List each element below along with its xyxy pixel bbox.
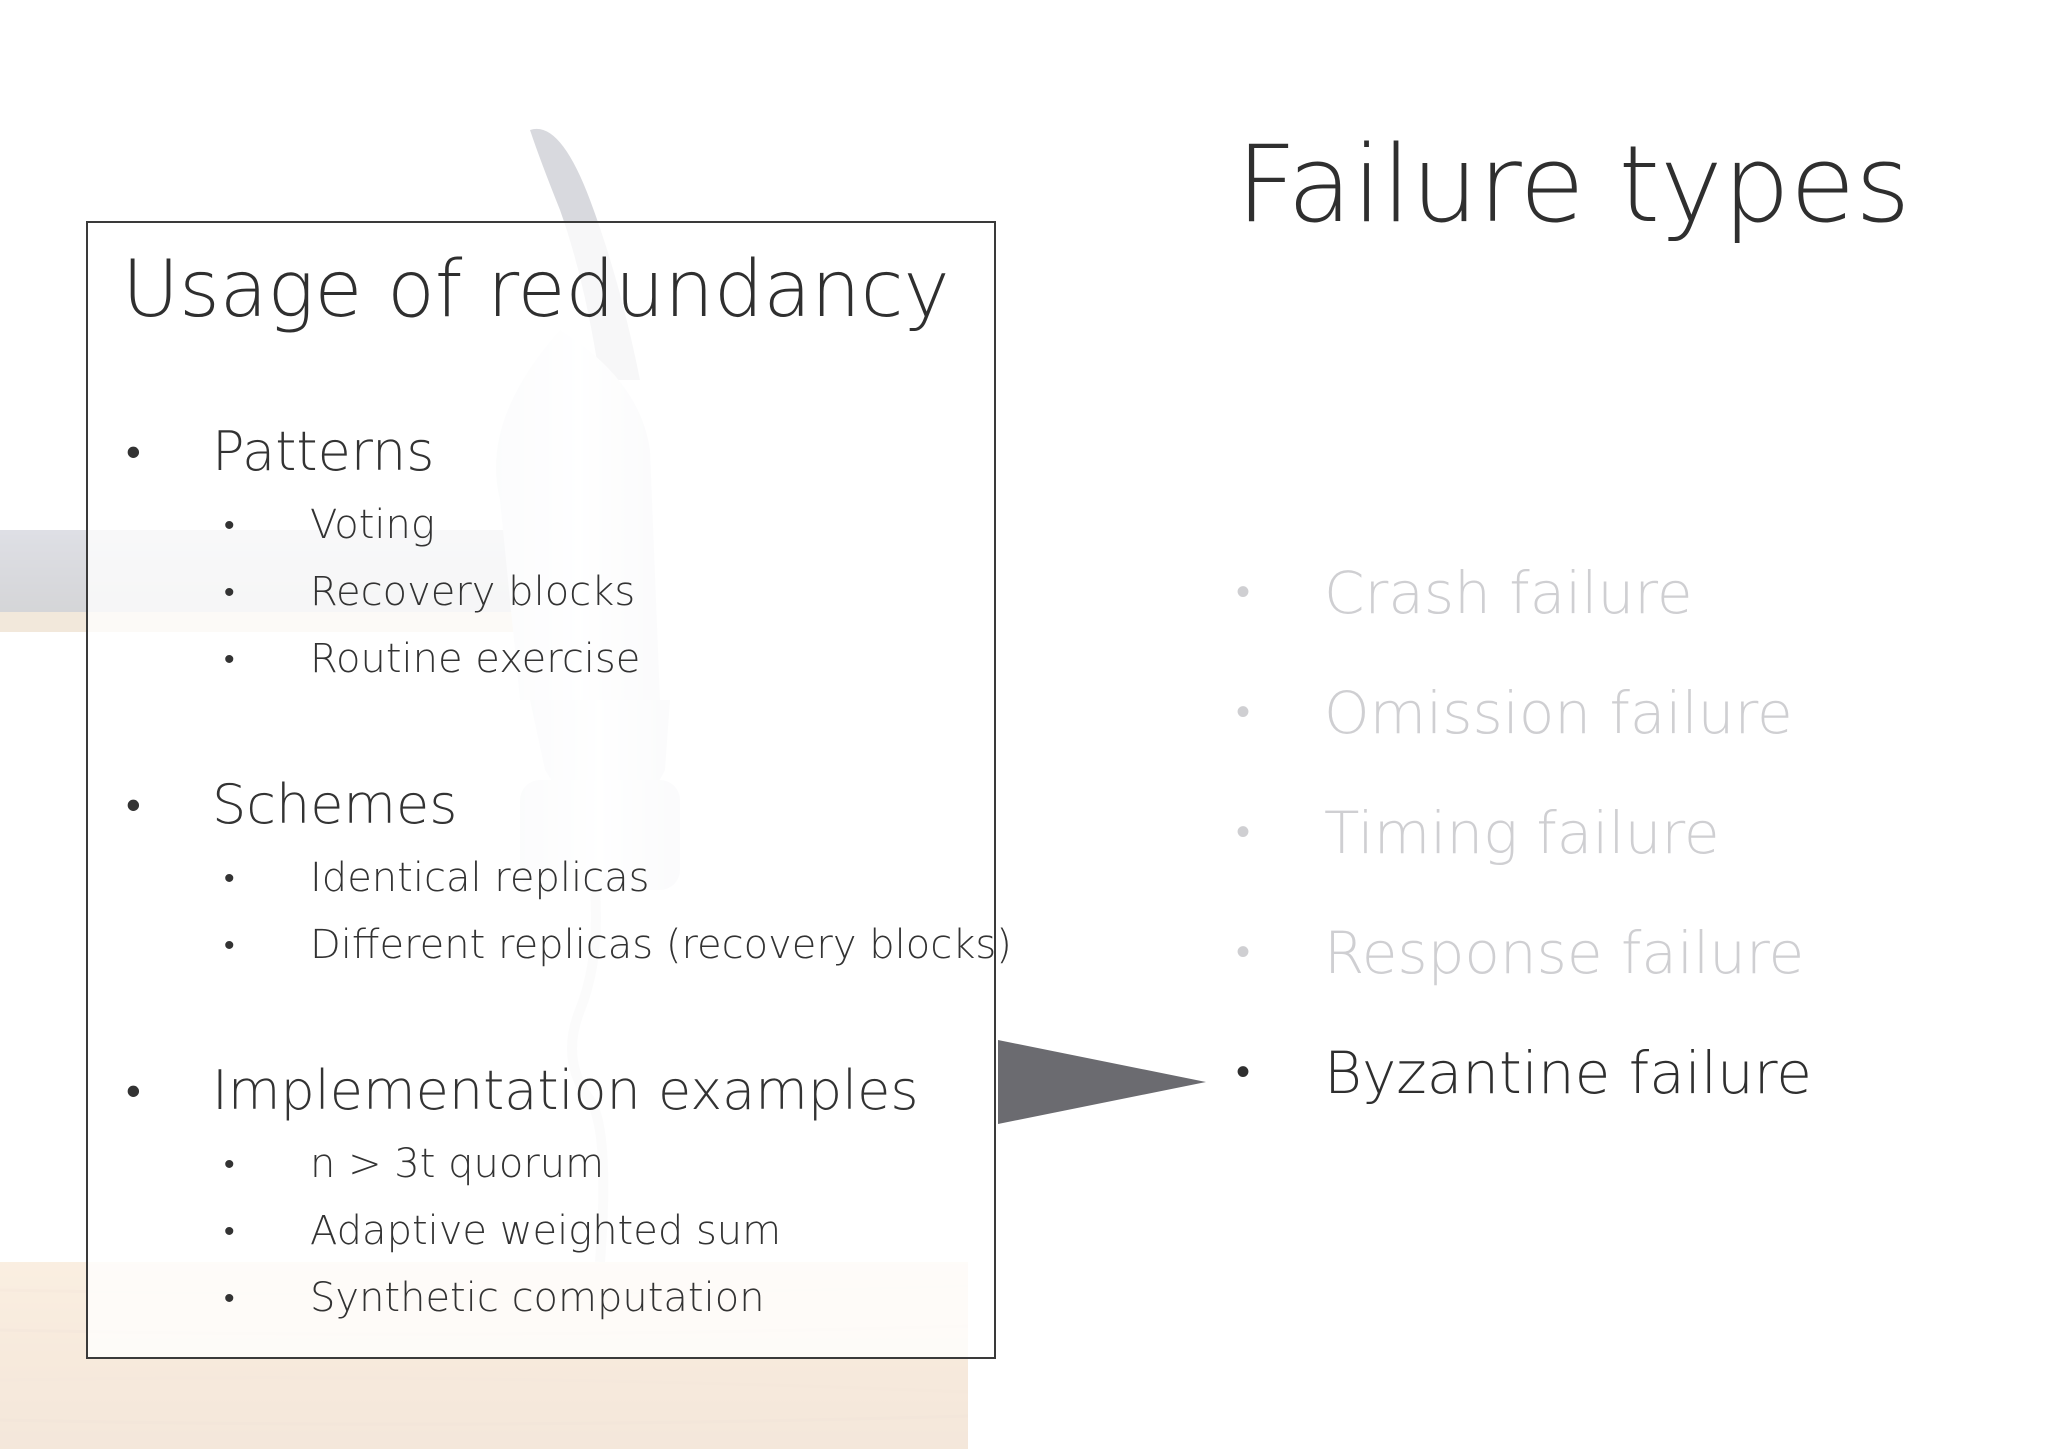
bullet-dot: • (126, 1066, 141, 1115)
bullet-dot: • (1236, 689, 1251, 735)
bullet-dot: • (224, 1147, 235, 1182)
bullet-dot: • (1236, 809, 1251, 855)
bullet-dot: • (224, 928, 235, 963)
failure-item-crash: • Crash failure (1236, 564, 1693, 622)
failure-item-response: • Response failure (1236, 924, 1804, 982)
list-item: • Voting (224, 502, 435, 548)
bullet-dot: • (224, 575, 235, 610)
failure-label: Response failure (1324, 919, 1805, 987)
redundancy-panel: Usage of redundancy • Patterns • Voting … (86, 221, 1012, 1359)
bullet-dot: • (1236, 929, 1251, 975)
bullet-dot: • (126, 427, 141, 476)
item-label: n > 3t quorum (310, 1141, 605, 1187)
failure-item-timing: • Timing failure (1236, 804, 1720, 862)
list-item: • Different replicas (recovery blocks) (224, 922, 1012, 968)
bullet-dot: • (1236, 1049, 1251, 1095)
list-item: • Routine exercise (224, 636, 641, 682)
bullet-dot: • (224, 1214, 235, 1249)
list-item: • Synthetic computation (224, 1275, 765, 1321)
group-schemes: • Schemes (126, 778, 457, 832)
group-label: Schemes (212, 773, 458, 836)
item-label: Different replicas (recovery blocks) (310, 922, 1012, 968)
bullet-dot: • (224, 1281, 235, 1316)
failure-item-byzantine: • Byzantine failure (1236, 1044, 1812, 1102)
item-label: Identical replicas (310, 855, 650, 901)
failure-label: Omission failure (1324, 679, 1793, 747)
failure-label: Crash failure (1324, 559, 1693, 627)
list-item: • Adaptive weighted sum (224, 1208, 782, 1254)
list-item: • n > 3t quorum (224, 1141, 605, 1187)
item-label: Adaptive weighted sum (310, 1208, 782, 1254)
bullet-dot: • (224, 642, 235, 677)
group-patterns: • Patterns (126, 425, 434, 479)
failure-label: Timing failure (1324, 799, 1720, 867)
list-item: • Identical replicas (224, 855, 650, 901)
item-label: Routine exercise (310, 636, 641, 682)
group-label: Patterns (212, 420, 435, 483)
failure-types-title: Failure types (1236, 123, 1911, 246)
bullet-dot: • (126, 780, 141, 829)
list-item: • Recovery blocks (224, 569, 636, 615)
group-implementation-examples: • Implementation examples (126, 1064, 919, 1118)
bullet-dot: • (224, 861, 235, 896)
item-label: Voting (310, 502, 435, 548)
bullet-dot: • (1236, 569, 1251, 615)
item-label: Synthetic computation (310, 1275, 765, 1321)
bullet-dot: • (224, 508, 235, 543)
failure-item-omission: • Omission failure (1236, 684, 1793, 742)
group-label: Implementation examples (212, 1059, 919, 1122)
redundancy-title: Usage of redundancy (122, 245, 950, 335)
failure-label: Byzantine failure (1324, 1039, 1812, 1107)
pointer-arrow (998, 1040, 1206, 1124)
item-label: Recovery blocks (310, 569, 636, 615)
